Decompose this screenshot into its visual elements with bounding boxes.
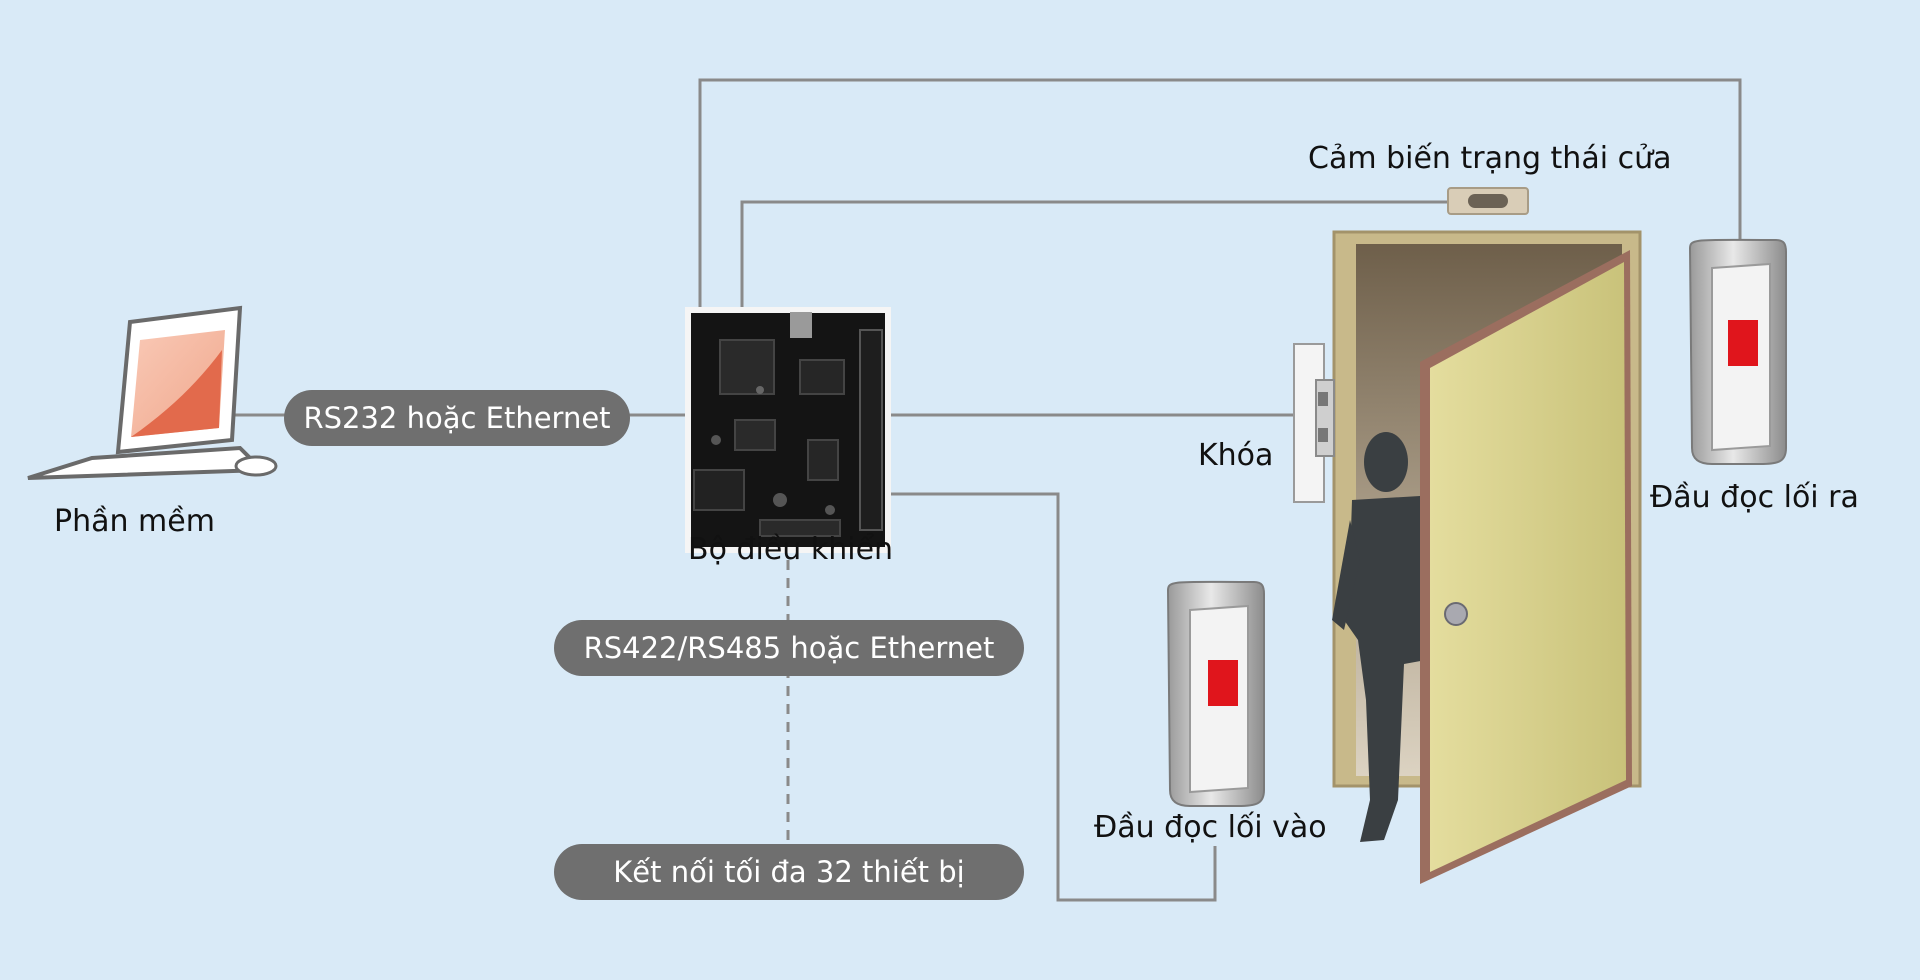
wire-controller-door-sensor — [740, 200, 1448, 308]
open-door-icon — [1420, 250, 1632, 884]
max-devices-pill: Kết nối tối đa 32 thiết bị — [554, 844, 1024, 900]
bus-link-pill: RS422/RS485 hoặc Ethernet — [554, 620, 1024, 676]
card-reader-icon — [1166, 580, 1265, 807]
wire-controller-entry-reader — [890, 492, 1217, 902]
software-label: Phần mềm — [54, 504, 215, 539]
card-reader-icon — [1688, 238, 1787, 465]
laptop-icon — [27, 305, 278, 480]
door-sensor-label: Cảm biến trạng thái cửa — [1308, 141, 1672, 176]
circuit-board-icon — [685, 307, 891, 553]
entry-reader-label: Đầu đọc lối vào — [1094, 810, 1327, 845]
wire-controller-exit-reader — [698, 78, 1742, 308]
pc-link-pill: RS232 hoặc Ethernet — [284, 390, 630, 446]
magnetic-lock-icon — [1293, 343, 1335, 503]
door-sensor-icon — [1447, 187, 1529, 215]
person-silhouette-icon — [1332, 432, 1432, 842]
controller-label: Bộ điều khiển — [688, 532, 894, 567]
exit-reader-label: Đầu đọc lối ra — [1650, 480, 1859, 515]
lock-label: Khóa — [1198, 438, 1274, 473]
